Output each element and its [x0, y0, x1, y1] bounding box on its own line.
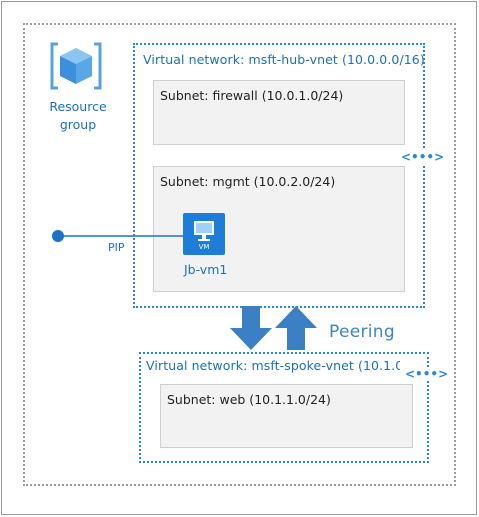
resource-group-label-line1: Resource [49, 99, 107, 114]
subnet-web-label: Subnet: web (10.1.1.0/24) [167, 392, 331, 407]
peering-arrow-up [275, 306, 317, 350]
subnet-mgmt-label: Subnet: mgmt (10.0.2.0/24) [160, 174, 336, 189]
vm-name-label: Jb-vm1 [184, 262, 228, 277]
resource-group-label-line2: group [59, 117, 97, 132]
subnet-web [160, 384, 413, 448]
hub-vnet-label: Virtual network: msft-hub-vnet (10.0.0.0… [143, 52, 425, 67]
peering-arrows [230, 306, 317, 350]
vm-icon: VM [183, 213, 225, 255]
vnet-peering-icon-spoke: <•••> [404, 367, 450, 381]
hub-vnet [133, 43, 425, 308]
resource-group-boundary [23, 23, 456, 486]
vm-badge: VM [198, 243, 210, 251]
virtual-machine-icon [194, 221, 214, 241]
spoke-vnet [139, 352, 429, 463]
pip-connector [52, 230, 185, 242]
resource-group-cube-icon [50, 42, 102, 90]
peering-arrow-down [230, 306, 272, 350]
spoke-vnet-label: Virtual network: msft-spoke-vnet (10.1.0… [146, 358, 400, 373]
vnet-peering-icon: <•••> [400, 150, 446, 164]
pip-label: PIP [108, 241, 125, 254]
peering-label: Peering [329, 322, 395, 342]
subnet-firewall-label: Subnet: firewall (10.0.1.0/24) [160, 88, 344, 103]
subnet-firewall [153, 80, 405, 145]
spoke-vnet-label-clip: Virtual network: msft-spoke-vnet (10.1.0… [146, 358, 400, 373]
resource-group-label: Resource group [40, 98, 116, 134]
